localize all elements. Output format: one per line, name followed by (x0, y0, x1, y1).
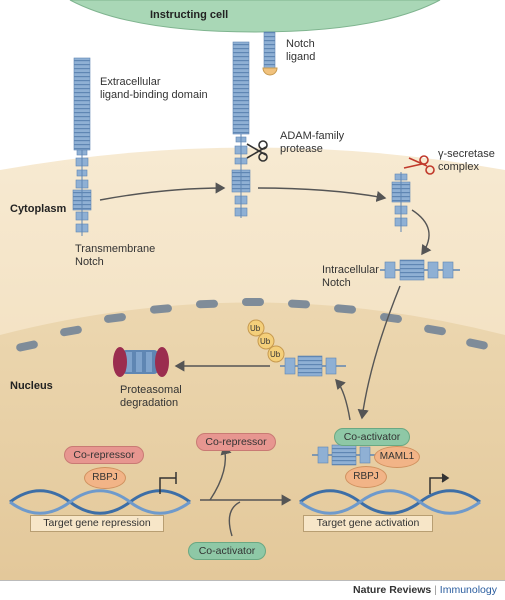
gamma-secretase-label: γ-secretase complex (438, 148, 495, 173)
dna-right (299, 489, 481, 515)
proteasomal-degradation-label: Proteasomal degradation (120, 384, 182, 409)
repression-arrow-icon (159, 472, 177, 494)
proteasome-icon (113, 347, 169, 377)
gamma-secretase-scissors-icon (403, 155, 435, 175)
journal-section: Immunology (439, 584, 497, 596)
transmembrane-notch-receptor (72, 57, 92, 236)
extracellular-domain-label: Extracellular ligand-binding domain (100, 76, 208, 101)
footer: Nature Reviews | Immunology (0, 580, 505, 600)
nucleus-label: Nucleus (10, 380, 53, 392)
ub-label-2: Ub (260, 337, 271, 346)
diagram-canvas (0, 0, 505, 580)
co-activator-free: Co-activator (188, 542, 266, 560)
cytoplasm-label: Cytoplasm (10, 203, 67, 215)
co-repressor-bound: Co-repressor (64, 446, 144, 464)
co-repressor-released: Co-repressor (196, 433, 276, 451)
transmembrane-notch-label: Transmembrane Notch (75, 243, 156, 268)
intracellular-notch-label: Intracellular Notch (322, 264, 379, 289)
ubiquitinated-notch (247, 319, 346, 377)
instructing-cell (69, 0, 441, 33)
instructing-cell-label: Instructing cell (150, 9, 229, 21)
adam-scissors-icon (246, 140, 268, 162)
rbpj-right: RBPJ (345, 466, 387, 488)
maml1: MAML1 (374, 446, 420, 468)
notch-ligand (262, 31, 278, 76)
gamma-secretase-cleaved-notch (391, 172, 411, 232)
ub-label-1: Ub (250, 324, 261, 333)
notch-signalling-diagram: Instructing cell Notch ligand Extracellu… (0, 0, 505, 580)
footer-divider: | (434, 584, 437, 596)
target-gene-repression-box: Target gene repression (30, 515, 164, 532)
ligand-bound-notch-receptor (231, 41, 251, 218)
ub-label-3: Ub (270, 350, 281, 359)
intracellular-notch (380, 259, 460, 281)
co-activator-bound: Co-activator (334, 428, 410, 446)
activation-arrow-icon (429, 473, 450, 494)
adam-protease-label: ADAM-family protease (280, 130, 345, 155)
pathway-arrows (99, 182, 432, 537)
nuclear-envelope (16, 298, 488, 352)
notch-ligand-label: Notch ligand (286, 38, 316, 63)
target-gene-activation-box: Target gene activation (303, 515, 433, 532)
rbpj-left: RBPJ (84, 467, 126, 489)
journal-name: Nature Reviews (353, 584, 432, 596)
